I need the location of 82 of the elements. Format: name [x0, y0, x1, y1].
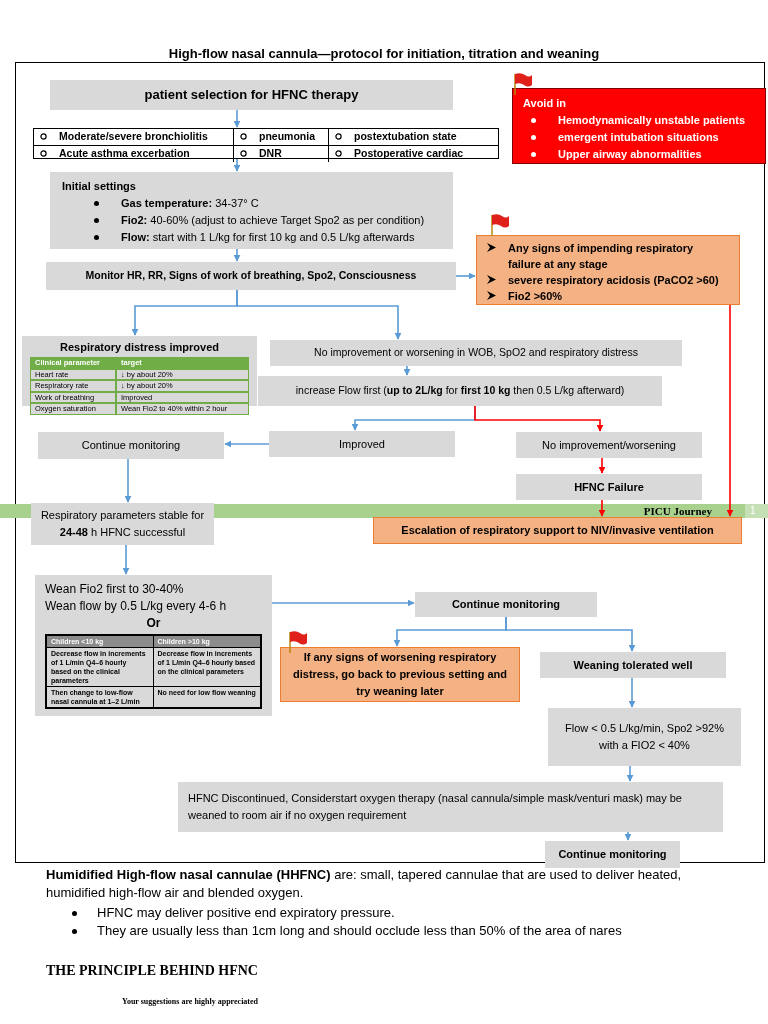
- process-box: [540, 652, 726, 678]
- or-label: Or: [145, 615, 162, 632]
- process-box: [548, 708, 741, 766]
- box-text: Continue monitoring: [451, 597, 561, 613]
- arrow: [124, 458, 132, 503]
- instruction-text: Wean flow by 0.5 L/kg every 4-6 h: [45, 598, 228, 615]
- box-text: HFNC Failure: [574, 479, 644, 495]
- arrow: [122, 544, 130, 575]
- process-box: [269, 431, 455, 457]
- box-text: Weaning tolerated well: [573, 657, 693, 673]
- arrow: [455, 272, 476, 280]
- box-text: Continue monitoring: [558, 847, 667, 863]
- arrow: [403, 365, 411, 376]
- arrow: [233, 109, 241, 128]
- box-text: No improvement or worsening in WOB, SpO2 and respiratory distress: [314, 345, 638, 361]
- list-item: postextubation state: [354, 129, 457, 144]
- list-item: Acute asthma excerbation: [59, 145, 190, 161]
- arrow: [224, 440, 270, 448]
- arrow: [505, 616, 636, 652]
- box-heading: Respiratory distress improved: [59, 340, 220, 355]
- arrow: [726, 304, 734, 517]
- list-item: Fio2 >60%: [508, 289, 563, 304]
- arrow: [598, 499, 606, 517]
- box-text: If any signs of worsening respiratory distress, go back to previous setting and try weaning later: [292, 650, 508, 699]
- process-box: [46, 262, 456, 290]
- process-box: [270, 340, 682, 366]
- warning-box: [280, 647, 520, 702]
- footer-note: Your suggestions are highly appreciated: [122, 996, 258, 1008]
- arrow: [474, 405, 604, 432]
- list-item: emergent intubation situations: [558, 130, 719, 145]
- list-item: Fio2: 40-60% (adjust to achieve Target Spo2 as per condition): [121, 213, 425, 228]
- arrow: [624, 831, 632, 841]
- box-heading: Avoid in: [523, 96, 567, 111]
- bullet-item: HFNC may deliver positive end expiratory pressure.: [97, 904, 395, 922]
- box-text: increase Flow first (up to 2L/kg for first 10 kg then 0.5 L/kg afterward): [295, 383, 625, 399]
- process-box: [415, 592, 597, 617]
- process-box: [31, 503, 214, 545]
- box-text: Escalation of respiratory support to NIV/invasive ventilation: [401, 523, 714, 539]
- list-item: pneumonia: [259, 129, 315, 144]
- paragraph: Humidified High-flow nasal cannulae (HHFNC) are: small, tapered cannulae that are used to deliver heated, humidified high-flow air and blended oxygen.: [46, 866, 683, 902]
- arrow: [233, 158, 241, 172]
- box-text: Flow < 0.5 L/kg/min, Spo2 >92% with a FIO2 < 40%: [564, 721, 725, 753]
- diagram-title: High-flow nasal cannula—protocol for initiation, titration and weaning: [167, 45, 601, 63]
- process-box: [50, 172, 453, 249]
- box-heading: Initial settings: [62, 179, 137, 194]
- box-text: HFNC Discontinued, Considerstart oxygen therapy (nasal cannula/simple mask/venturi mask) may be weaned to room air if no oxygen requirement: [188, 791, 683, 823]
- arrow: [628, 677, 636, 708]
- process-box: [516, 432, 702, 458]
- list-item: Moderate/severe bronchiolitis: [59, 129, 208, 144]
- section-heading: THE PRINCIPLE BEHIND HFNC: [46, 962, 258, 980]
- box-text: Improved: [339, 436, 385, 452]
- process-box: [373, 517, 742, 544]
- box-text: No improvement/worsening: [542, 437, 676, 453]
- list-item: DNR: [259, 145, 282, 161]
- arrow: [236, 289, 402, 340]
- arrow: [598, 457, 606, 474]
- list-item: Flow: start with 1 L/kg for first 10 kg and 0.5 L/kg afterwards: [121, 230, 415, 245]
- arrow: [233, 248, 241, 262]
- list-item: Hemodynamically unstable patients: [558, 113, 746, 128]
- box-text: Continue monitoring: [81, 438, 181, 454]
- warning-box: [476, 235, 740, 305]
- warning-box: [512, 88, 766, 164]
- list-item: severe respiratory acidosis (PaCO2 >60): [508, 273, 719, 288]
- page-number: 1: [750, 504, 756, 518]
- process-box: [50, 80, 453, 110]
- list-item: Upper airway abnormalities: [558, 147, 702, 162]
- process-box: [35, 575, 272, 716]
- process-box: [516, 474, 702, 500]
- instruction-text: Wean Fio2 first to 30-40%: [45, 581, 185, 598]
- process-box: [545, 841, 680, 868]
- criteria-table: [33, 128, 499, 159]
- box-text: Monitor HR, RR, Signs of work of breathing, Spo2, Consciousness: [85, 268, 417, 284]
- process-box: [258, 376, 662, 406]
- bullet-item: They are usually less than 1cm long and should occlude less than 50% of the area of nares: [97, 922, 622, 940]
- box-text: patient selection for HFNC therapy: [144, 86, 359, 105]
- process-box: [178, 782, 723, 832]
- list-item: Gas temperature: 34-37° C: [121, 196, 259, 211]
- list-item: Postoperative cardiac: [354, 145, 464, 161]
- arrow: [271, 599, 415, 607]
- arrow: [626, 765, 634, 782]
- box-text: Respiratory parameters stable for 24-48 h HFNC successful: [39, 508, 206, 540]
- process-box: [38, 432, 224, 459]
